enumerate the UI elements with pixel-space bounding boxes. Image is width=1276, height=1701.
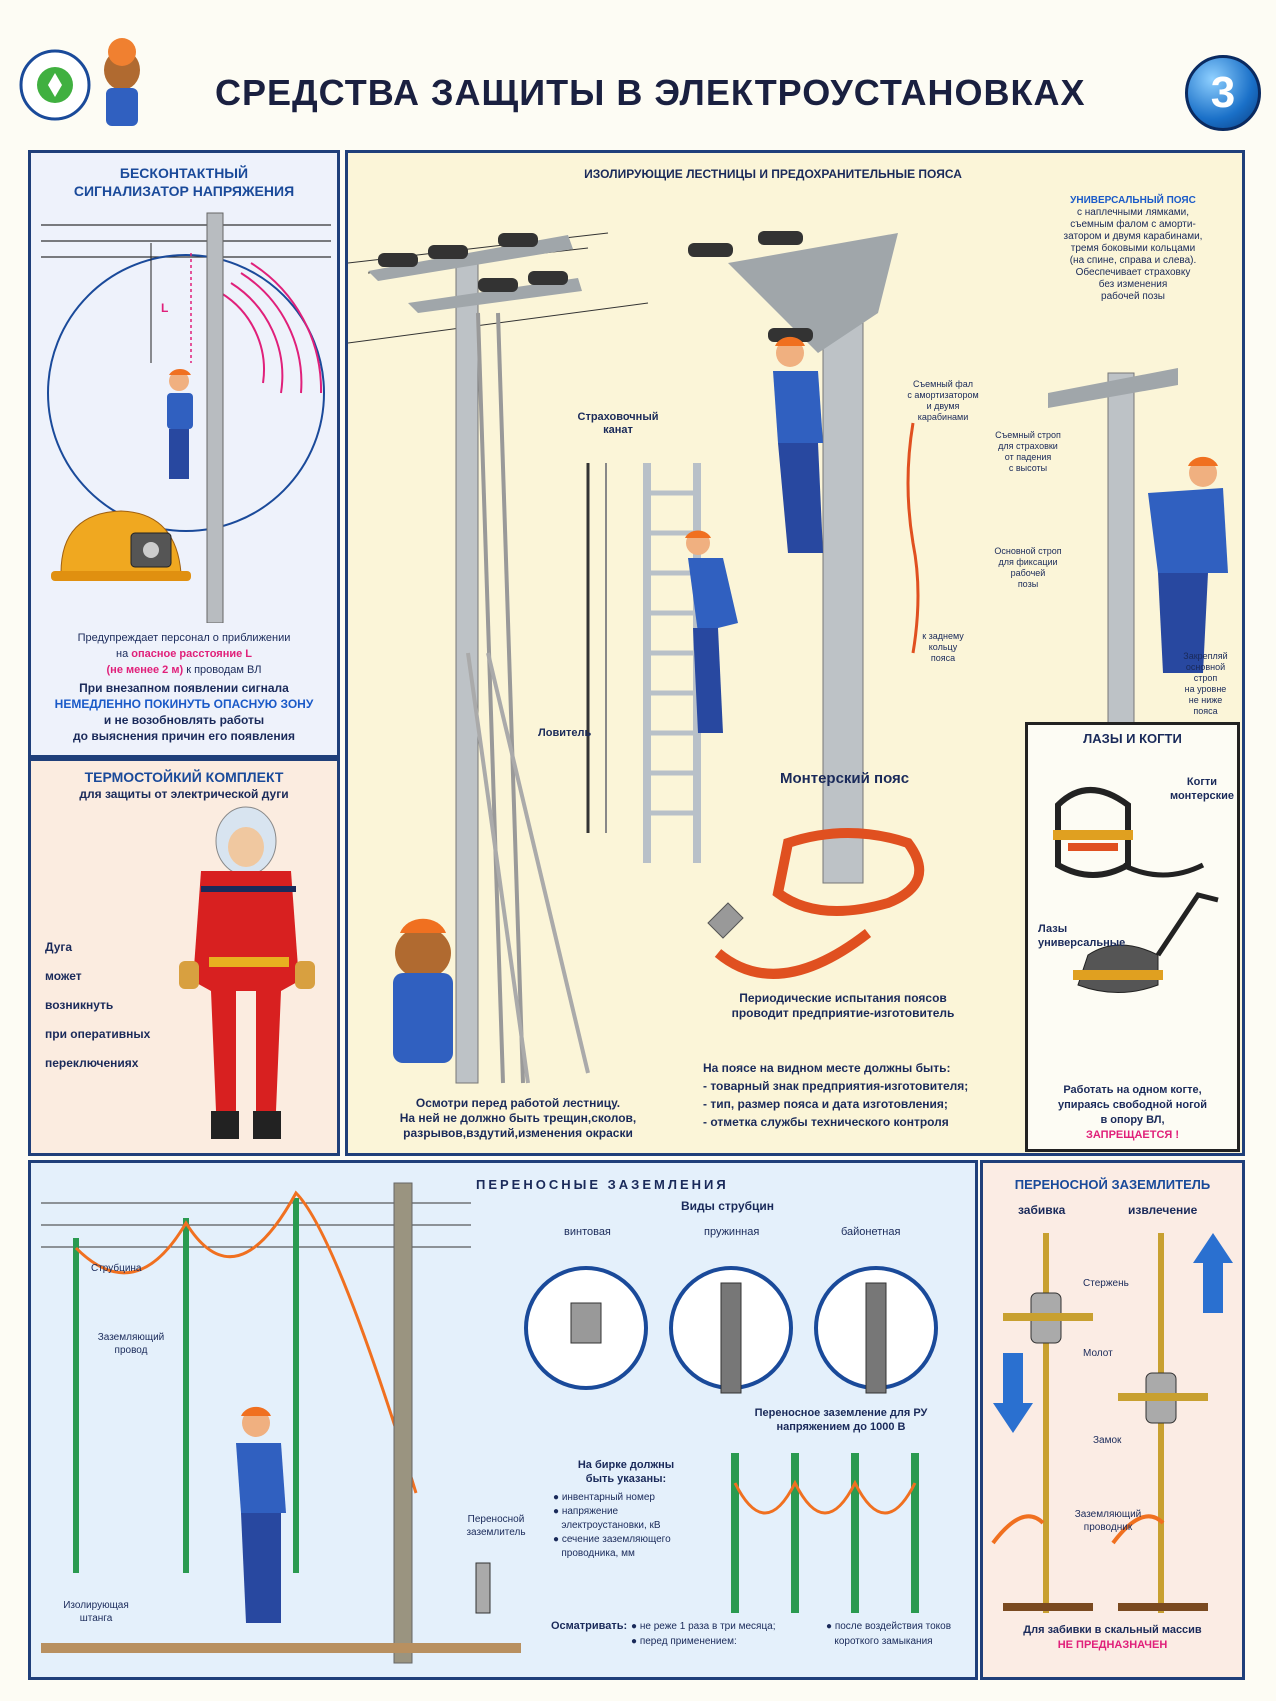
- signalizer-title-2: СИГНАЛИЗАТОР НАПРЯЖЕНИЯ: [73, 183, 295, 199]
- poster-number-badge: 3: [1185, 55, 1261, 131]
- signalizer-line-3: (не менее 2 м) к проводам ВЛ: [106, 664, 262, 676]
- inspect-list-2: ● после воздействия токов короткого замы…: [826, 1621, 952, 1647]
- belt-marking: На поясе на видном месте должны быть:- т…: [703, 1061, 969, 1129]
- signalizer-line-1: Предупреждает персонал о приближении: [77, 632, 291, 644]
- signalizer-line-2: на опасное расстояние L: [116, 648, 252, 660]
- inspect-label: Осматривать:: [551, 1620, 628, 1632]
- distance-label: L: [161, 301, 169, 315]
- signalizer-line-5: НЕМЕДЛЕННО ПОКИНУТЬ ОПАСНУЮ ЗОНУ: [54, 697, 314, 711]
- signalizer-title-1: БЕСКОНТАКТНЫЙ: [119, 165, 249, 181]
- climbers-warning: Работать на одном когте,упираясь свободн…: [1058, 1084, 1207, 1141]
- ladders-illustration: [348, 231, 1228, 1084]
- grounder-illustration: [991, 1233, 1233, 1613]
- clamp-types-title: Виды струбцин: [681, 1199, 775, 1213]
- signalizer-line-6: и не возобновлять работы: [103, 713, 265, 727]
- thermal-kit-panel: ТЕРМОСТОЙКИЙ КОМПЛЕКТ для защиты от элек…: [28, 758, 340, 1156]
- universal-belt-text: УНИВЕРСАЛЬНЫЙ ПОЯС с наплечными лямками,…: [1063, 195, 1203, 302]
- clamp-type-spring: пружинная: [704, 1226, 760, 1238]
- grounding-title: ПЕРЕНОСНЫЕ ЗАЗЕМЛЕНИЯ: [476, 1177, 729, 1192]
- hammer-label: Молот: [1083, 1348, 1113, 1359]
- logo-icon: [19, 38, 140, 126]
- thermal-suit-illustration: [179, 806, 315, 1139]
- clamp-type-bayonet: байонетная: [841, 1226, 901, 1238]
- clamp-label: Струбцина: [91, 1263, 142, 1274]
- page-title: СРЕДСТВА ЗАЩИТЫ В ЭЛЕКТРОУСТАНОВКАХ: [215, 72, 1086, 113]
- portable-grounding-panel: ПЕРЕНОСНЫЕ ЗАЗЕМЛЕНИЯ Струбцина Заземляю…: [28, 1160, 978, 1680]
- catcher-label: Ловитель: [538, 727, 592, 739]
- inspect-ladder-note: Осмотри перед работой лестницу.На ней не…: [399, 1096, 637, 1140]
- pole-climber-illustration: [41, 212, 331, 623]
- signalizer-line-4: При внезапном появлении сигнала: [79, 681, 289, 695]
- grounder-extract-label: извлечение: [1128, 1203, 1198, 1217]
- clamp-type-screw: винтовая: [564, 1226, 611, 1238]
- lock-label: Замок: [1093, 1435, 1122, 1446]
- inspect-list-1: ● не реже 1 раза в три месяца;● перед пр…: [631, 1621, 776, 1647]
- header: СРЕДСТВА ЗАЩИТЫ В ЭЛЕКТРОУСТАНОВКАХ 3: [0, 0, 1276, 140]
- claws-illustration: [1053, 787, 1219, 993]
- grounder-title: ПЕРЕНОСНОЙ ЗАЗЕМЛИТЕЛЬ: [1014, 1177, 1211, 1192]
- portable-grounder-panel: ПЕРЕНОСНОЙ ЗАЗЕМЛИТЕЛЬ забивка извлечени…: [980, 1160, 1245, 1680]
- ladders-title: ИЗОЛИРУЮЩИЕ ЛЕСТНИЦЫ И ПРЕДОХРАНИТЕЛЬНЫЕ…: [584, 167, 962, 181]
- kit-title-1: ТЕРМОСТОЙКИЙ КОМПЛЕКТ: [84, 769, 284, 785]
- signalizer-panel: БЕСКОНТАКТНЫЙ СИГНАЛИЗАТОР НАПРЯЖЕНИЯ L …: [28, 150, 340, 758]
- montage-belt-label: Монтерский пояс: [780, 770, 910, 787]
- grounding-illustration: [41, 1182, 938, 1664]
- rod-label: Стержень: [1083, 1278, 1129, 1289]
- signalizer-line-7: до выяснения причин его появления: [73, 729, 295, 743]
- climbers-title: ЛАЗЫ И КОГТИ: [1083, 731, 1182, 746]
- grounder-drive-label: забивка: [1018, 1203, 1066, 1217]
- tag-list: ● инвентарный номер ● напряжение электро…: [553, 1492, 671, 1559]
- kit-title-2: для защиты от электрической дуги: [79, 787, 289, 801]
